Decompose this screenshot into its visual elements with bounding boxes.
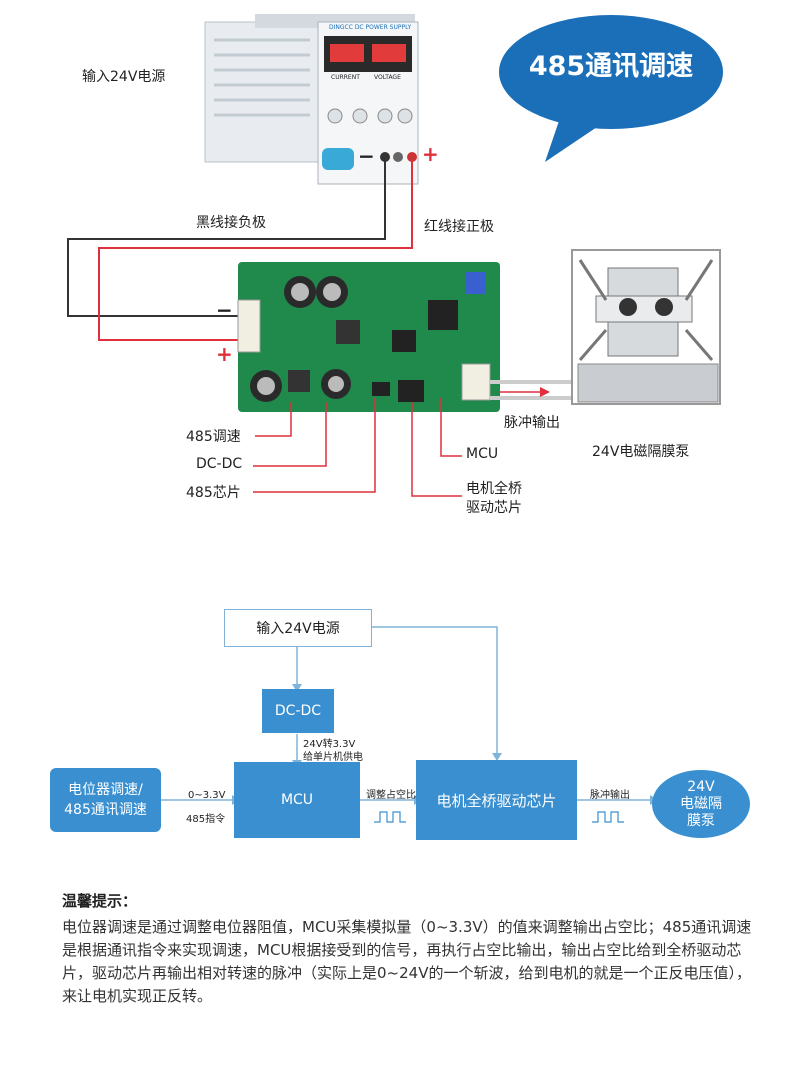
power-label: 输入24V电源 xyxy=(82,69,166,85)
tips-body: 电位器调速是通过调整电位器阻值，MCU采集模拟量（0~3.3V）的值来调整输出占… xyxy=(62,918,752,1005)
callout-driver-1: 电机全桥 xyxy=(466,481,522,497)
tips-title: 温馨提示： xyxy=(62,892,138,910)
callout-lines xyxy=(253,398,462,497)
duty-label: 调整占空比 xyxy=(366,790,416,801)
wiring-illustration xyxy=(67,14,723,497)
callout-dcdc: DC-DC xyxy=(196,456,243,472)
black-wire-label: 黑线接负极 xyxy=(196,215,266,231)
pump-text-2: 电磁隔 xyxy=(680,795,722,812)
dcdc-box: DC-DC xyxy=(262,689,334,733)
board-minus-label: − xyxy=(216,298,233,322)
signal-analog: 0~3.3V xyxy=(188,790,226,801)
pump-text-1: 24V xyxy=(687,778,715,795)
pulse-wave-icon xyxy=(374,811,406,823)
dcdc-note-2: 给单片机供电 xyxy=(303,752,363,763)
pump-text-3: 膜泵 xyxy=(687,812,715,829)
pcb-board xyxy=(237,262,500,412)
mcu-text: MCU xyxy=(280,792,314,808)
plus-label: + xyxy=(422,142,439,166)
supply-brand: DINGCC DC POWER SUPPLY xyxy=(329,24,412,31)
black-wire xyxy=(67,160,386,317)
pot-485-text-1: 电位器调速/ xyxy=(68,782,143,798)
red-wire xyxy=(98,160,413,341)
board-plus-label: + xyxy=(216,342,233,366)
driver-box: 电机全桥驱动芯片 xyxy=(416,760,577,840)
pulse-label: 脉冲输出 xyxy=(504,415,560,431)
signal-485: 485指令 xyxy=(186,814,226,825)
pump-label: 24V电磁隔膜泵 xyxy=(592,444,690,460)
minus-label: − xyxy=(358,144,375,168)
mcu-box: MCU xyxy=(234,762,360,838)
input-power-box: 输入24V电源 xyxy=(224,609,372,647)
driver-text: 电机全桥驱动芯片 xyxy=(436,791,557,810)
input-power-text: 输入24V电源 xyxy=(256,621,340,637)
dcdc-note-1: 24V转3.3V xyxy=(303,739,356,750)
pump-icon xyxy=(571,249,721,405)
power-supply-icon xyxy=(204,14,419,185)
bubble-title: 485通讯调速 xyxy=(528,51,694,82)
pot-485-box: 电位器调速/ 485通讯调速 xyxy=(50,768,161,832)
dcdc-text: DC-DC xyxy=(274,703,322,719)
callout-485-speed: 485调速 xyxy=(186,429,241,445)
callout-mcu: MCU xyxy=(466,446,499,462)
pump-ellipse: 24V 电磁隔 膜泵 xyxy=(652,770,750,838)
speech-bubble xyxy=(499,15,723,162)
callout-driver-2: 驱动芯片 xyxy=(466,500,522,516)
supply-voltage-label: VOLTAGE xyxy=(374,74,401,81)
pot-485-text-2: 485通讯调速 xyxy=(64,802,147,818)
callout-485-chip: 485芯片 xyxy=(186,485,241,501)
pulse-wave-icon-2 xyxy=(592,811,624,823)
supply-current-label: CURRENT xyxy=(331,74,360,81)
pulse-out-label: 脉冲输出 xyxy=(590,790,630,801)
red-wire-label: 红线接正极 xyxy=(424,219,494,235)
